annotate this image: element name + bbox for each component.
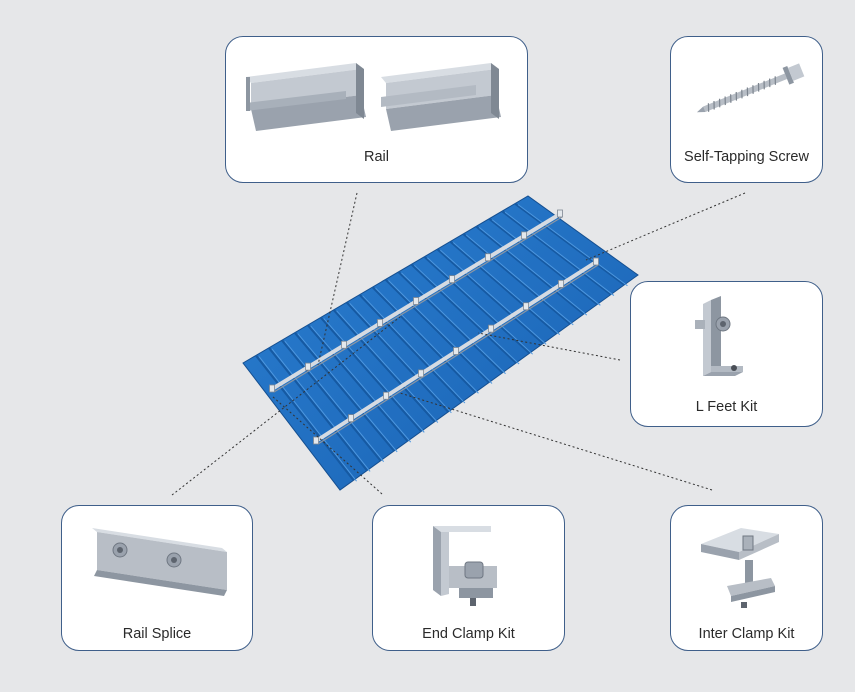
roof-rib-highlight <box>517 204 628 287</box>
roof-rib <box>332 309 436 423</box>
rail-clamp <box>341 340 347 349</box>
rail-clamp <box>413 297 419 305</box>
roof-rib-highlight <box>310 325 412 443</box>
roof-corrugations <box>255 202 628 482</box>
roof-rib <box>293 331 396 452</box>
roof-rib-highlight <box>284 340 385 462</box>
roof-rib-highlight <box>388 280 493 384</box>
roof-rib-highlight <box>297 333 398 453</box>
l-feet-card: L Feet Kit <box>630 281 823 427</box>
roof-rib-highlight <box>349 302 452 414</box>
rail-clamp <box>305 362 311 371</box>
rail-splice-label: Rail Splice <box>122 626 192 642</box>
rail-clamp <box>453 347 459 355</box>
rail-clamp <box>449 275 455 284</box>
rail-clamp <box>269 384 275 393</box>
roof-rib <box>306 324 409 442</box>
roof-rib-highlight <box>478 226 588 316</box>
roof-rib-highlight <box>271 348 371 472</box>
roof-rib-highlight <box>414 264 520 365</box>
roof-rib-highlight <box>427 257 533 355</box>
roof-rib <box>371 286 477 394</box>
roof-rib <box>345 301 450 413</box>
roof-rib <box>514 202 626 286</box>
roof-rib <box>462 233 571 325</box>
leader-end-clamp <box>271 395 383 495</box>
roof-rib <box>358 293 463 403</box>
roof-rib <box>436 248 544 345</box>
leader-rail-splice <box>171 316 401 496</box>
rail-splice-icon <box>92 528 227 596</box>
roof-rib-highlight <box>465 234 574 326</box>
screw-icon <box>696 63 805 113</box>
leader-l-feet <box>477 332 621 361</box>
rail-card: Rail <box>225 36 528 183</box>
inter-clamp-label: Inter Clamp Kit <box>698 626 795 642</box>
roof-rib-highlight <box>323 318 425 433</box>
roof-rib <box>319 316 423 433</box>
roof-rib <box>281 339 382 462</box>
rail-clamp <box>488 324 494 333</box>
rail-clamp <box>557 209 563 218</box>
roof-rib-highlight <box>258 356 357 482</box>
rail-clamp <box>593 257 599 266</box>
metal-roof-sheet <box>242 195 639 491</box>
l-feet-icon <box>695 296 743 376</box>
rail-clamp <box>558 279 564 288</box>
roof-rib <box>501 210 612 296</box>
rail-clamp <box>485 253 491 262</box>
roof-rib <box>268 347 368 472</box>
rail-clamp <box>377 318 383 327</box>
roof-rib <box>475 225 585 315</box>
screw-label: Self-Tapping Screw <box>684 149 809 165</box>
inter-clamp-icon <box>701 528 779 608</box>
rail-clamp <box>348 414 354 423</box>
roof-rib <box>488 217 599 306</box>
rail-clamp <box>418 369 424 378</box>
roof-rib-highlight <box>452 242 561 336</box>
rail-clamp <box>313 436 319 445</box>
roof-rib-highlight <box>439 249 547 345</box>
inter-clamp-card: Inter Clamp Kit <box>670 505 823 651</box>
screw-card: Self-Tapping Screw <box>670 36 823 183</box>
rail-label: Rail <box>364 149 389 165</box>
roof-rib <box>397 271 504 374</box>
rail-profile-icon <box>246 63 501 131</box>
l-feet-label: L Feet Kit <box>695 399 758 415</box>
roof-rib-highlight <box>362 295 466 404</box>
leader-lines <box>171 192 746 496</box>
roof-rib-highlight <box>401 272 506 375</box>
roof-rib <box>384 278 490 384</box>
end-clamp-card: End Clamp Kit <box>372 505 565 651</box>
rail-splice-card: Rail Splice <box>61 505 253 651</box>
roof-rib <box>255 354 355 481</box>
roof-rib-highlight <box>375 287 479 394</box>
roof-rib-highlight <box>504 211 615 296</box>
roof-rib <box>449 240 558 335</box>
roof-rib <box>423 255 531 354</box>
end-clamp-icon <box>433 526 497 606</box>
rail-clamp <box>523 302 529 311</box>
end-clamp-label: End Clamp Kit <box>422 626 515 642</box>
roof-rib-highlight <box>491 219 601 306</box>
rail-clamps <box>269 209 599 445</box>
rail-clamp <box>521 231 527 240</box>
rail-clamp <box>383 391 389 400</box>
leader-screw <box>585 192 746 261</box>
leader-inter-clamp <box>399 392 713 491</box>
roof-rib <box>410 263 517 364</box>
roof-rib-highlight <box>336 310 439 423</box>
